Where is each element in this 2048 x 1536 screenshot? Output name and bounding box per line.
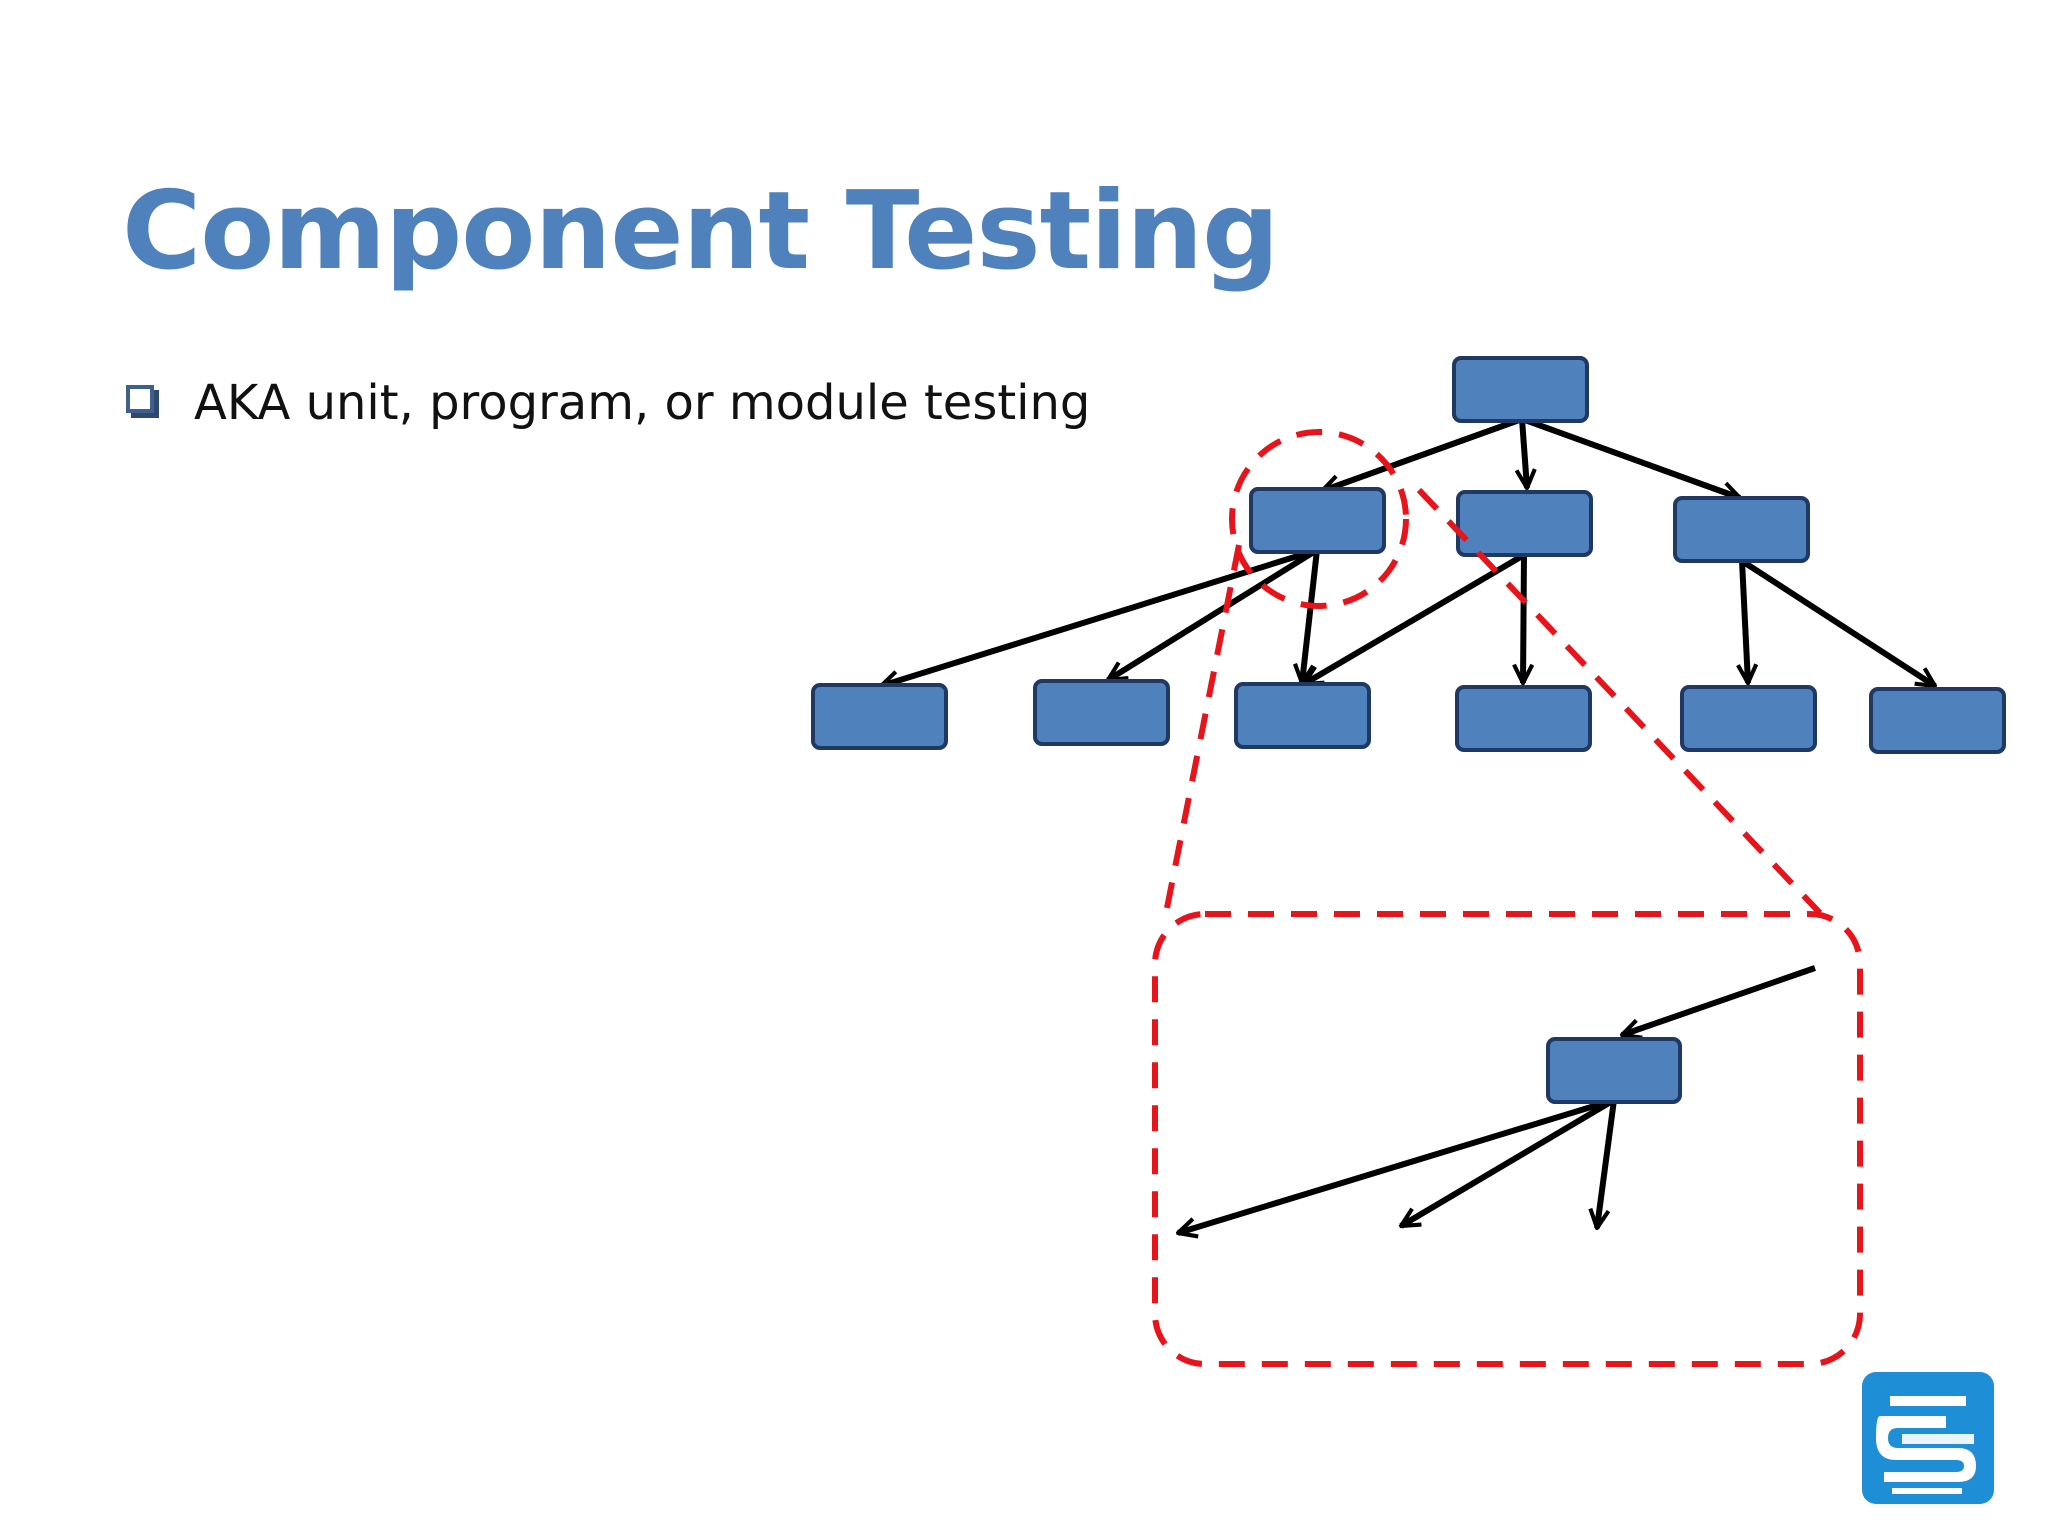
tree-edge — [881, 547, 1318, 686]
zoomed-node — [1546, 1037, 1682, 1104]
zoom-incoming-edge — [1622, 965, 1816, 1035]
tree-edge — [1108, 547, 1319, 683]
child-node — [1456, 490, 1593, 557]
child-node — [1673, 496, 1810, 563]
tree-edge — [1522, 418, 1527, 488]
tree-edges — [881, 416, 1935, 689]
brand-logo-mark — [1876, 1396, 1976, 1494]
leaf-node — [1869, 687, 2006, 754]
root-node — [1452, 356, 1589, 423]
bullet-list: AKA unit, program, or module testing — [126, 375, 1090, 431]
tree-edge — [1520, 416, 1740, 498]
slide-title: Component Testing — [122, 169, 1279, 294]
tree-edge — [1304, 552, 1526, 687]
zoom-highlight — [1152, 429, 1863, 1367]
zoom-connector-right — [1416, 487, 1823, 916]
zoom-outgoing-edge — [1178, 1097, 1615, 1233]
zoom-outgoing-edge — [1401, 1097, 1616, 1229]
brand-logo-icon — [1862, 1372, 1994, 1504]
tree-edge — [1523, 554, 1524, 683]
zoom-connector-left — [1162, 544, 1242, 919]
zoom-outgoing-edge — [1597, 1099, 1617, 1228]
tree-edge — [1740, 558, 1935, 689]
hollow-square-bullet-icon — [126, 385, 154, 413]
zoomed-component — [1178, 965, 1816, 1233]
zoom-box — [1152, 911, 1863, 1367]
bullet-item: AKA unit, program, or module testing — [126, 375, 1090, 431]
child-node-highlighted — [1249, 487, 1386, 554]
leaf-node — [811, 683, 948, 750]
tree-edge — [1322, 416, 1524, 491]
highlight-circle — [1229, 429, 1409, 609]
leaf-node — [1680, 685, 1817, 752]
tree-edge — [1302, 549, 1320, 683]
leaf-node — [1234, 682, 1371, 749]
tree-edge — [1742, 560, 1748, 683]
leaf-node — [1455, 685, 1592, 752]
tree-nodes — [811, 356, 2006, 754]
leaf-node — [1033, 679, 1170, 746]
bullet-text: AKA unit, program, or module testing — [194, 375, 1091, 431]
